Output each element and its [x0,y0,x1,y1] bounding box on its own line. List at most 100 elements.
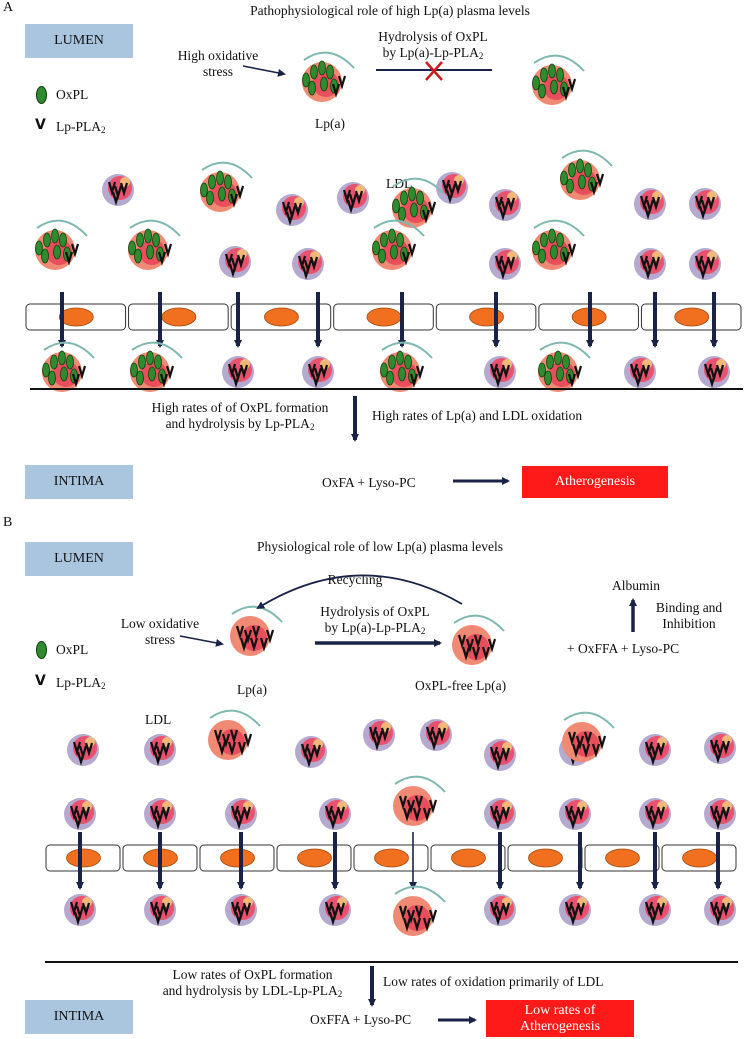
lpa-intima-b [393,885,446,936]
ldl-intima-a [698,356,730,388]
ldl-lumen-b [64,798,96,830]
panel-b-legend-lp: Lp-PLA2 [56,675,106,691]
lpa-intima-a [130,341,183,392]
stress-arrow-a [242,65,286,77]
ldl-lumen-b [67,734,99,766]
panel-a-title: Pathophysiological role of high Lp(a) pl… [250,3,530,18]
ldl-lumen-b [484,798,516,830]
ldl-lumen-a [489,189,521,221]
panel-b-letter: B [3,515,13,530]
lpa-lumen-a [532,219,585,270]
panel-a-legend-oxpl: OxPL [56,87,89,102]
oxpl-legend-icon [36,86,47,104]
ldl-lumen-a [276,194,308,226]
ldl-intima-b [319,894,351,926]
ldl-lumen-b [559,798,591,830]
oxpl-free-lpa [452,614,505,665]
oxpl-free-lpa-label: OxPL-free Lp(a) [415,678,507,693]
lpa-after-hydrolysis [532,54,585,105]
endothelium-b [45,844,737,872]
ldl-intima-a [484,356,516,388]
ldl-lumen-a [292,248,324,280]
lpa-intima-a [42,341,95,392]
ldl-intima-b [484,894,516,926]
lpa-intima-a [538,341,591,392]
panel-b-lumen-box: LUMEN [25,542,133,576]
ldl-lumen-b [639,734,671,766]
ldl-intima-a [624,356,656,388]
ldl-lumen-a [219,246,251,278]
panel-b-rates-right: Low rates of oxidation primarily of LDL [383,974,604,989]
ldl-lumen-b [295,736,327,768]
ldl-lumen-a [634,188,666,220]
panel-a-rates-right: High rates of Lp(a) and LDL oxidation [372,408,583,423]
lpa-lumen-a [128,219,181,270]
panel-a-lpa-label: Lp(a) [315,116,345,131]
panel-b-product: OxFFA + Lyso-PC [310,1012,412,1027]
ldl-intima-b [559,894,591,926]
lpa-intima-a [380,341,433,392]
panel-b-intima-box: INTIMA [25,1000,133,1034]
ldl-lumen-b [144,734,176,766]
ldl-lumen-b [484,739,516,771]
albumin-label: Albumin [612,578,661,593]
endothelium-a [25,303,742,331]
lpa-lumen-a [560,149,613,200]
lpa-lumen-b [208,709,261,760]
ldl-intima-b [225,894,257,926]
ldl-lumen-b [704,732,736,764]
ldl-lumen-a [337,182,369,214]
stress-arrow-b [179,635,224,647]
ldl-lumen-a [689,248,721,280]
ldl-lumen-b [225,798,257,830]
ldl-lumen-b [363,719,395,751]
ldl-lumen-b [144,798,176,830]
lpa-lumen-a [35,219,88,270]
ldl-lumen-b [319,798,351,830]
lpa-lumen-b [562,711,615,762]
panel-b-title: Physiological role of low Lp(a) plasma l… [257,539,503,554]
panel-b-lpa-label: Lp(a) [237,682,267,697]
ldl-lumen-a [436,172,468,204]
ldl-intima-b [64,894,96,926]
panel-a-product: OxFA + Lyso-PC [322,475,416,490]
ldl-intima-b [144,894,176,926]
ldl-lumen-a [689,188,721,220]
lp-pla2-legend-icon-b: V [35,673,46,689]
lpa-lumen-b [393,775,446,826]
lpa-lumen-a [372,219,425,270]
ldl-intima-b [639,894,671,926]
panel-b-ldl-label: LDL [145,712,172,727]
oxpl-legend-icon-b [36,641,47,659]
lpa-high-oxidized [302,51,355,102]
ldl-intima-b [704,894,736,926]
atherogenesis-box: Atherogenesis [522,466,668,498]
ldl-lumen-a [489,248,521,280]
lp-pla2-legend-icon: V [35,117,46,133]
ldl-lumen-b [704,798,736,830]
inhibit-x-icon [425,61,443,81]
panel-a-lumen-box: LUMEN [25,24,133,58]
ldl-lumen-a [634,248,666,280]
ldl-intima-a [222,356,254,388]
lpa-lumen-a [392,177,445,228]
ldl-lumen-a [102,174,134,206]
lpa-low-oxidized [230,605,283,656]
panel-a-legend-lp: Lp-PLA2 [56,119,106,135]
panel-b-products-top: + OxFFA + Lyso-PC [567,641,680,656]
panel-a-intima-box: INTIMA [25,465,133,499]
ldl-lumen-b [639,798,671,830]
panel-a-letter: A [3,0,14,15]
ldl-lumen-b [420,719,452,751]
lpa-lumen-a [200,161,253,212]
panel-b-legend-oxpl: OxPL [56,642,89,657]
